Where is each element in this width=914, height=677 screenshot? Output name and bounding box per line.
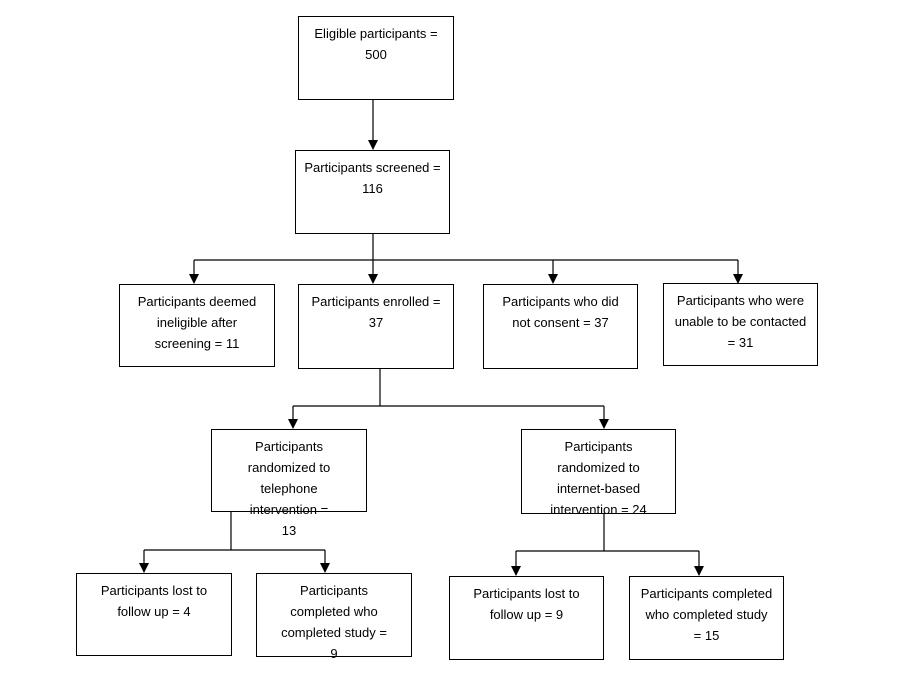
telephone-arm-box: Participants randomized to telephone int…: [211, 429, 367, 538]
telephone-arm-text: Participants randomized to telephone int…: [247, 439, 331, 538]
telephone-completed-text: Participants completed who completed stu…: [281, 583, 387, 661]
internet-lost-to-follow-up-text: Participants lost to follow up = 9: [473, 586, 580, 622]
internet-arm-text: Participants randomized to internet-base…: [550, 439, 647, 517]
internet-completed-box: Participants completed who completed stu…: [629, 576, 784, 660]
telephone-completed-box: Participants completed who completed stu…: [256, 573, 412, 661]
participants-ineligible-text: Participants deemed ineligible after scr…: [137, 294, 257, 351]
internet-completed-text: Participants completed who completed stu…: [640, 586, 773, 643]
internet-lost-to-follow-up-box: Participants lost to follow up = 9: [449, 576, 604, 660]
eligible-participants-text: Eligible participants = 500: [314, 26, 438, 62]
eligible-participants-box: Eligible participants = 500: [298, 16, 454, 100]
telephone-lost-to-follow-up-text: Participants lost to follow up = 4: [100, 583, 208, 619]
telephone-lost-to-follow-up-box: Participants lost to follow up = 4: [76, 573, 232, 656]
participants-no-consent-text: Participants who did not consent = 37: [502, 294, 619, 330]
participants-enrolled-text: Participants enrolled = 37: [311, 294, 441, 330]
participants-screened-text: Participants screened = 116: [304, 160, 441, 196]
participants-uncontacted-text: Participants who were unable to be conta…: [674, 293, 807, 350]
participants-enrolled-box: Participants enrolled = 37: [298, 284, 454, 369]
participants-no-consent-box: Participants who did not consent = 37: [483, 284, 638, 369]
participants-screened-box: Participants screened = 116: [295, 150, 450, 234]
participants-ineligible-box: Participants deemed ineligible after scr…: [119, 284, 275, 367]
participants-uncontacted-box: Participants who were unable to be conta…: [663, 283, 818, 366]
internet-arm-box: Participants randomized to internet-base…: [521, 429, 676, 517]
